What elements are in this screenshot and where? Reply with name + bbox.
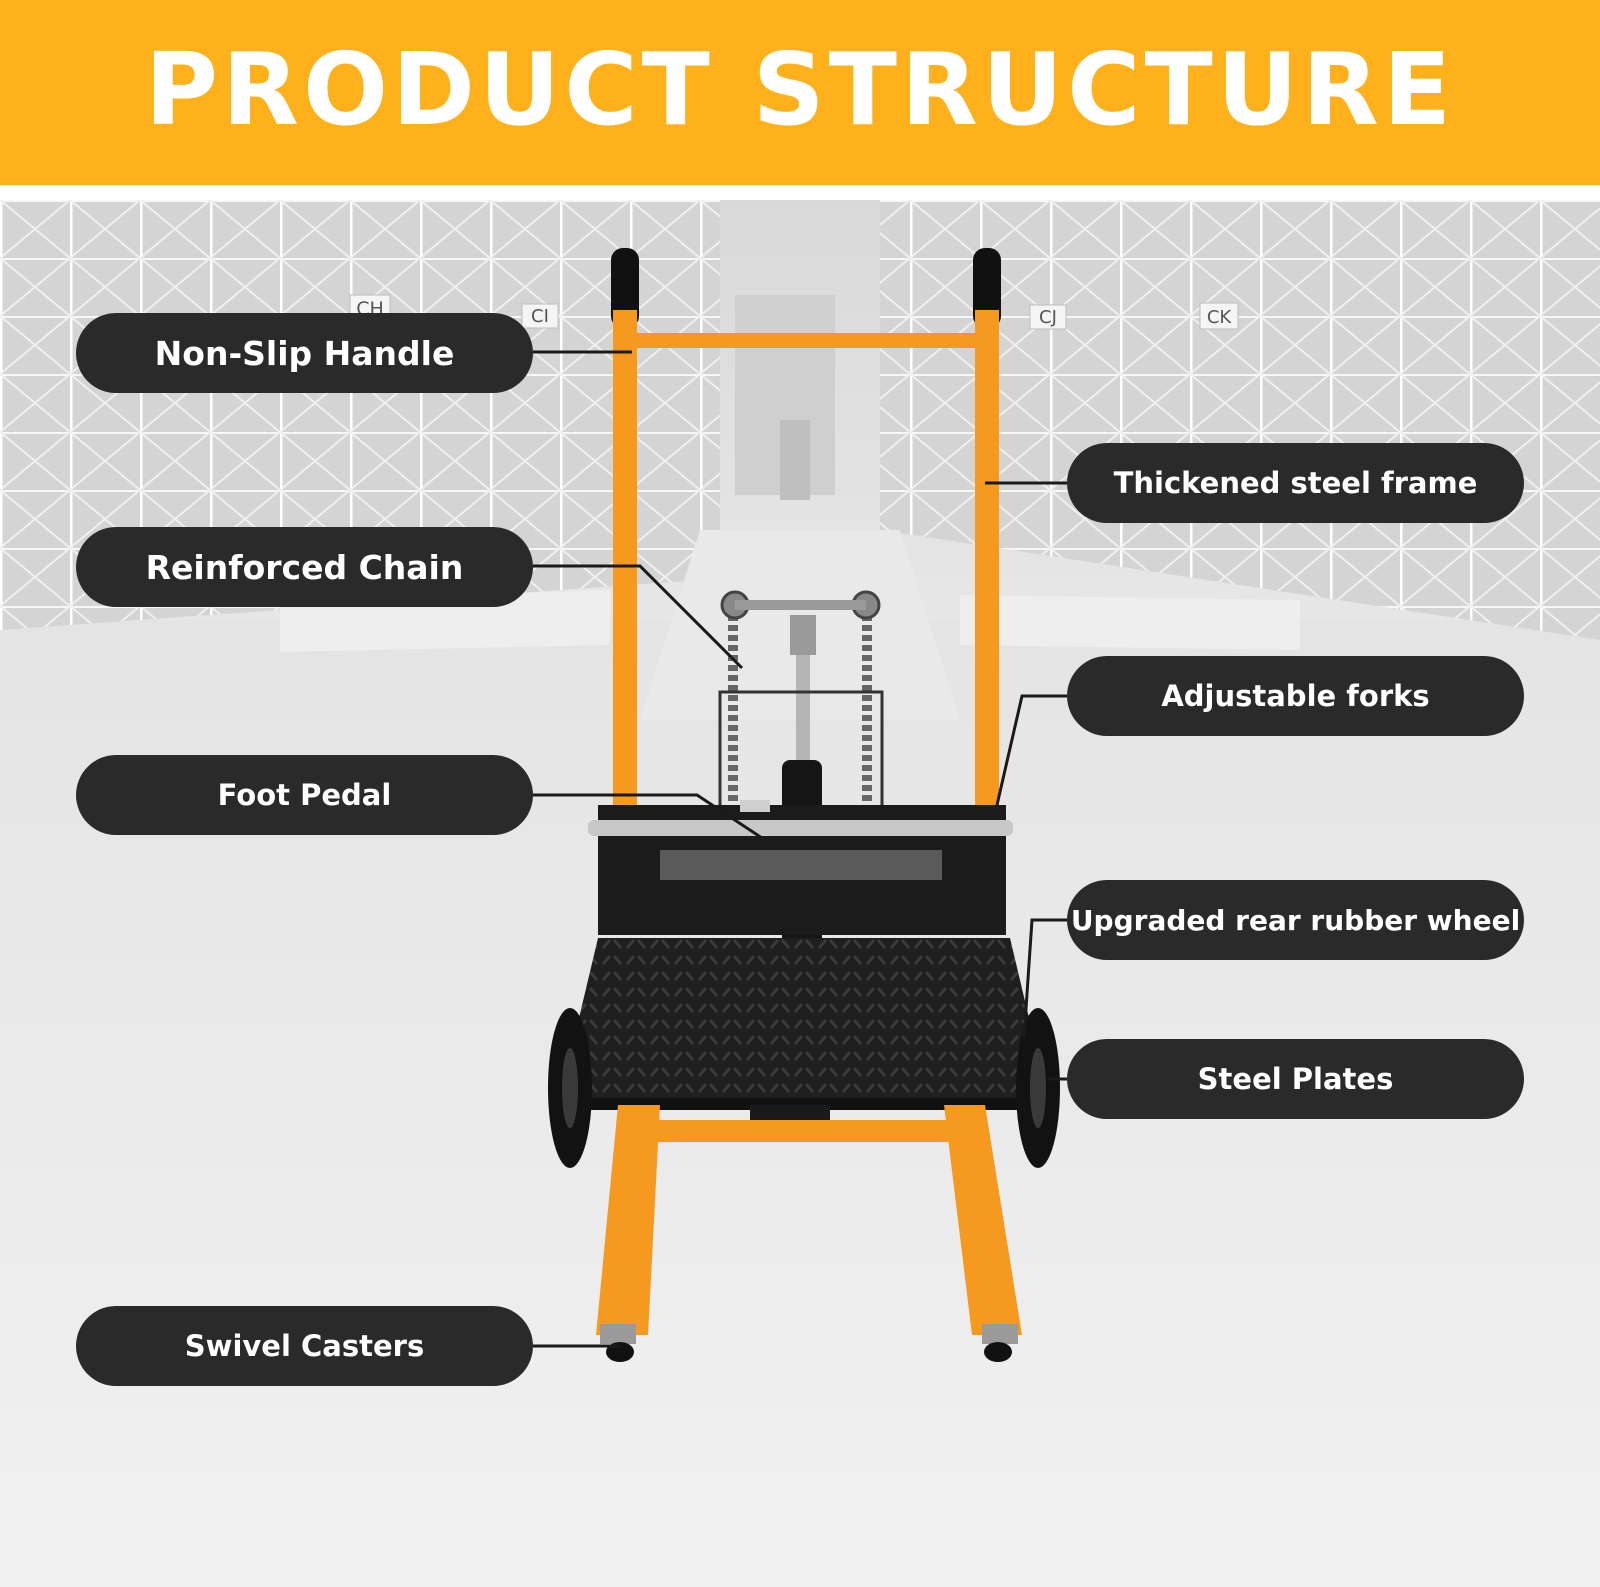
rack-sign-ck: CK bbox=[1199, 302, 1239, 330]
label-upgraded-rear-rubber-wheel: Upgraded rear rubber wheel bbox=[1067, 880, 1524, 960]
header-banner: PRODUCT STRUCTURE bbox=[0, 0, 1600, 185]
right-upright bbox=[975, 310, 999, 830]
product-scene: CH CI CJ CK bbox=[0, 200, 1600, 1587]
steel-plate bbox=[560, 938, 1048, 1098]
hand-truck-illustration bbox=[548, 248, 1060, 1362]
label-swivel-casters: Swivel Casters bbox=[76, 1306, 533, 1386]
leader-adjustable-forks bbox=[995, 694, 1067, 806]
label-adjustable-forks: Adjustable forks bbox=[1067, 656, 1524, 736]
svg-text:CK: CK bbox=[1207, 307, 1233, 328]
foot-pedal bbox=[740, 800, 770, 812]
left-caster bbox=[600, 1324, 636, 1344]
leader-lines bbox=[533, 350, 1067, 1348]
svg-text:CJ: CJ bbox=[1039, 307, 1057, 328]
label-reinforced-chain: Reinforced Chain bbox=[76, 527, 533, 607]
label-thickened-steel-frame: Thickened steel frame bbox=[1067, 443, 1524, 523]
left-grip bbox=[611, 248, 639, 328]
label-foot-pedal: Foot Pedal bbox=[76, 755, 533, 835]
left-base-leg bbox=[596, 1105, 660, 1335]
top-crossbar bbox=[625, 333, 987, 348]
right-grip bbox=[973, 248, 1001, 328]
svg-text:CI: CI bbox=[531, 306, 549, 327]
carriage-shaft bbox=[588, 820, 1013, 836]
leader-reinforced-chain bbox=[533, 564, 744, 670]
leader-foot-pedal bbox=[533, 793, 763, 840]
right-base-leg bbox=[944, 1105, 1022, 1335]
label-non-slip-handle: Non-Slip Handle bbox=[76, 313, 533, 393]
rack-sign-cj: CJ bbox=[1029, 304, 1067, 330]
right-caster bbox=[982, 1324, 1018, 1344]
leader-upgraded-rear-rubber-wheel bbox=[1022, 918, 1067, 1039]
rack-sign-ci: CI bbox=[521, 303, 559, 329]
left-upright bbox=[613, 310, 637, 830]
page-title: PRODUCT STRUCTURE bbox=[144, 30, 1456, 148]
base-crossbar bbox=[640, 1120, 960, 1142]
label-steel-plates: Steel Plates bbox=[1067, 1039, 1524, 1119]
